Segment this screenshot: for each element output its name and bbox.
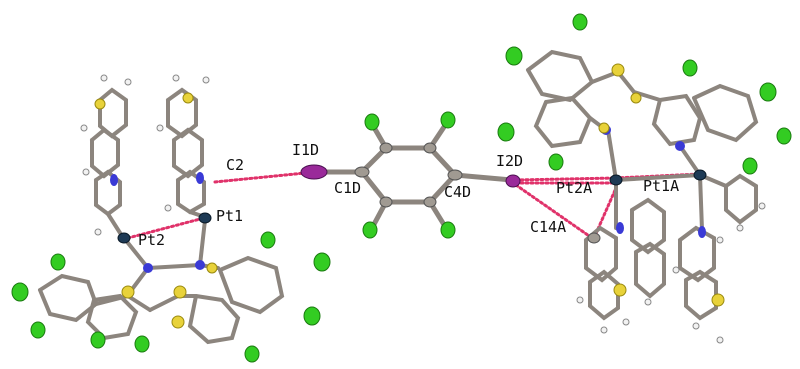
contact-c2-i1d xyxy=(213,171,307,184)
sulfur-atom xyxy=(94,98,106,110)
fluorine-atom xyxy=(440,221,456,239)
fluorine-atom xyxy=(303,306,321,326)
carbon-atom xyxy=(423,196,437,208)
label-pt1: Pt1 xyxy=(216,207,244,225)
label-c4d: C4D xyxy=(444,183,472,201)
iodine-atom-i2d xyxy=(505,174,521,188)
nitrogen-atom xyxy=(143,263,153,273)
fluorine-atom xyxy=(548,153,564,171)
carbon-atom-c1d xyxy=(354,166,370,178)
label-c14a: C14A xyxy=(530,218,567,236)
fluorine-atom xyxy=(313,252,331,272)
nitrogen-atom xyxy=(616,222,624,234)
sulfur-atom xyxy=(173,285,187,299)
left-platinum-complex xyxy=(11,74,331,363)
fluorine-atom xyxy=(260,231,276,249)
platinum-atom-pt2a xyxy=(609,174,623,186)
sulfur-atom xyxy=(598,122,610,134)
carbon-atom xyxy=(379,142,393,154)
carbon-atom xyxy=(379,196,393,208)
sulfur-atom xyxy=(611,63,625,77)
fluorine-atom xyxy=(244,345,260,363)
right-platinum-complex xyxy=(497,13,792,344)
sulfur-atom xyxy=(182,92,194,104)
nitrogen-atom xyxy=(698,226,706,238)
iodine-atom-i1d xyxy=(300,164,328,180)
sulfur-atom xyxy=(630,92,642,104)
fluorine-atom xyxy=(50,253,66,271)
fluorine-atom xyxy=(30,321,46,339)
contact-pt1-pt2 xyxy=(126,216,206,240)
fluorine-atom xyxy=(364,113,380,131)
label-pt1a: Pt1A xyxy=(643,177,680,195)
fluorine-atom xyxy=(742,157,758,175)
label-pt2: Pt2 xyxy=(138,231,166,249)
fluorine-atom xyxy=(682,59,698,77)
nitrogen-atom xyxy=(195,260,205,270)
carbon-atom-c14a xyxy=(587,232,601,244)
carbon-atom-c4d xyxy=(447,169,463,181)
fluorine-atom xyxy=(11,282,29,302)
platinum-atom-pt2 xyxy=(117,232,131,244)
diiodobenzene-molecule xyxy=(300,111,521,239)
carbon-atom xyxy=(423,142,437,154)
contact-i2d-c14a xyxy=(514,183,594,240)
fluorine-atom xyxy=(440,111,456,129)
fluorine-atom xyxy=(362,221,378,239)
nitrogen-atom xyxy=(196,172,204,184)
platinum-atom-pt1a xyxy=(693,169,707,181)
fluorine-atom xyxy=(572,13,588,31)
sulfur-atom xyxy=(171,315,185,329)
fluorine-atom xyxy=(759,82,777,102)
label-pt2a: Pt2A xyxy=(556,179,593,197)
contact-i2d-pt2a xyxy=(514,176,618,182)
sulfur-atom xyxy=(206,262,218,274)
sulfur-atom xyxy=(711,293,725,307)
sulfur-atom xyxy=(613,283,627,297)
label-c1d: C1D xyxy=(334,179,362,197)
platinum-atom-pt1 xyxy=(198,212,212,224)
fluorine-atom xyxy=(505,46,523,66)
nitrogen-atom xyxy=(675,141,685,151)
fluorine-atom xyxy=(776,127,792,145)
nitrogen-atom xyxy=(110,174,118,186)
label-i1d: I1D xyxy=(292,141,320,159)
label-i2d: I2D xyxy=(496,152,524,170)
label-c2: C2 xyxy=(226,156,245,174)
sulfur-atom xyxy=(121,285,135,299)
fluorine-atom xyxy=(134,335,150,353)
fluorine-atom xyxy=(497,122,515,142)
fluorine-atom xyxy=(90,331,106,349)
